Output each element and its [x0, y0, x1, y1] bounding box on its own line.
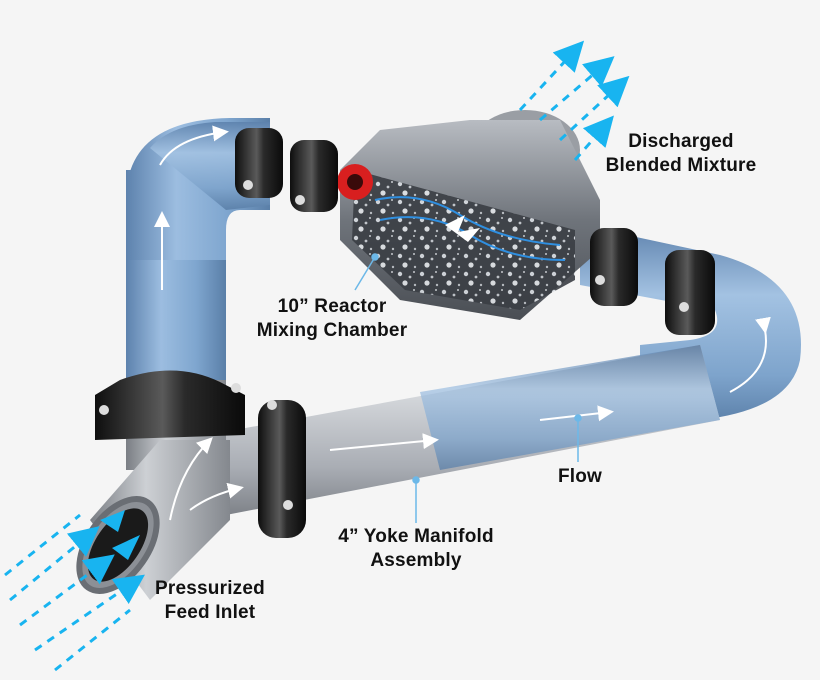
clamp-icon: [95, 370, 245, 440]
flow-label: Flow: [540, 465, 620, 489]
discharge-label-line1: Discharged: [628, 131, 734, 152]
discharge-label-line2: Blended Mixture: [605, 155, 757, 176]
reactor-label-line2: Mixing Chamber: [256, 320, 408, 341]
inlet-label: Pressurized Feed Inlet: [135, 577, 285, 625]
manifold-label-line2: Assembly: [370, 550, 462, 571]
reactor-label-line1: 10” Reactor: [277, 296, 387, 317]
pipe-clamps: [95, 128, 715, 538]
manifold-label-line1: 4” Yoke Manifold: [338, 526, 494, 547]
clamp-icon: [665, 250, 715, 335]
reactor-label: 10” Reactor Mixing Chamber: [232, 295, 432, 343]
reactor-mixing-chamber: [337, 110, 600, 320]
discharge-label: Discharged Blended Mixture: [586, 130, 776, 178]
flow-label-text: Flow: [557, 466, 603, 487]
clamp-icon: [258, 400, 306, 538]
inlet-flow-arrows-icon: [4, 513, 145, 672]
inlet-label-line2: Feed Inlet: [164, 602, 256, 623]
leader-lines: [354, 253, 582, 523]
clamp-icon: [290, 140, 338, 212]
discharge-flow-arrows-icon: [518, 40, 630, 161]
manifold-label: 4” Yoke Manifold Assembly: [316, 525, 516, 573]
clamp-icon: [590, 228, 638, 306]
manifold-pipe: [180, 345, 720, 520]
inlet-label-line1: Pressurized: [155, 578, 265, 599]
clamp-icon: [235, 128, 283, 198]
